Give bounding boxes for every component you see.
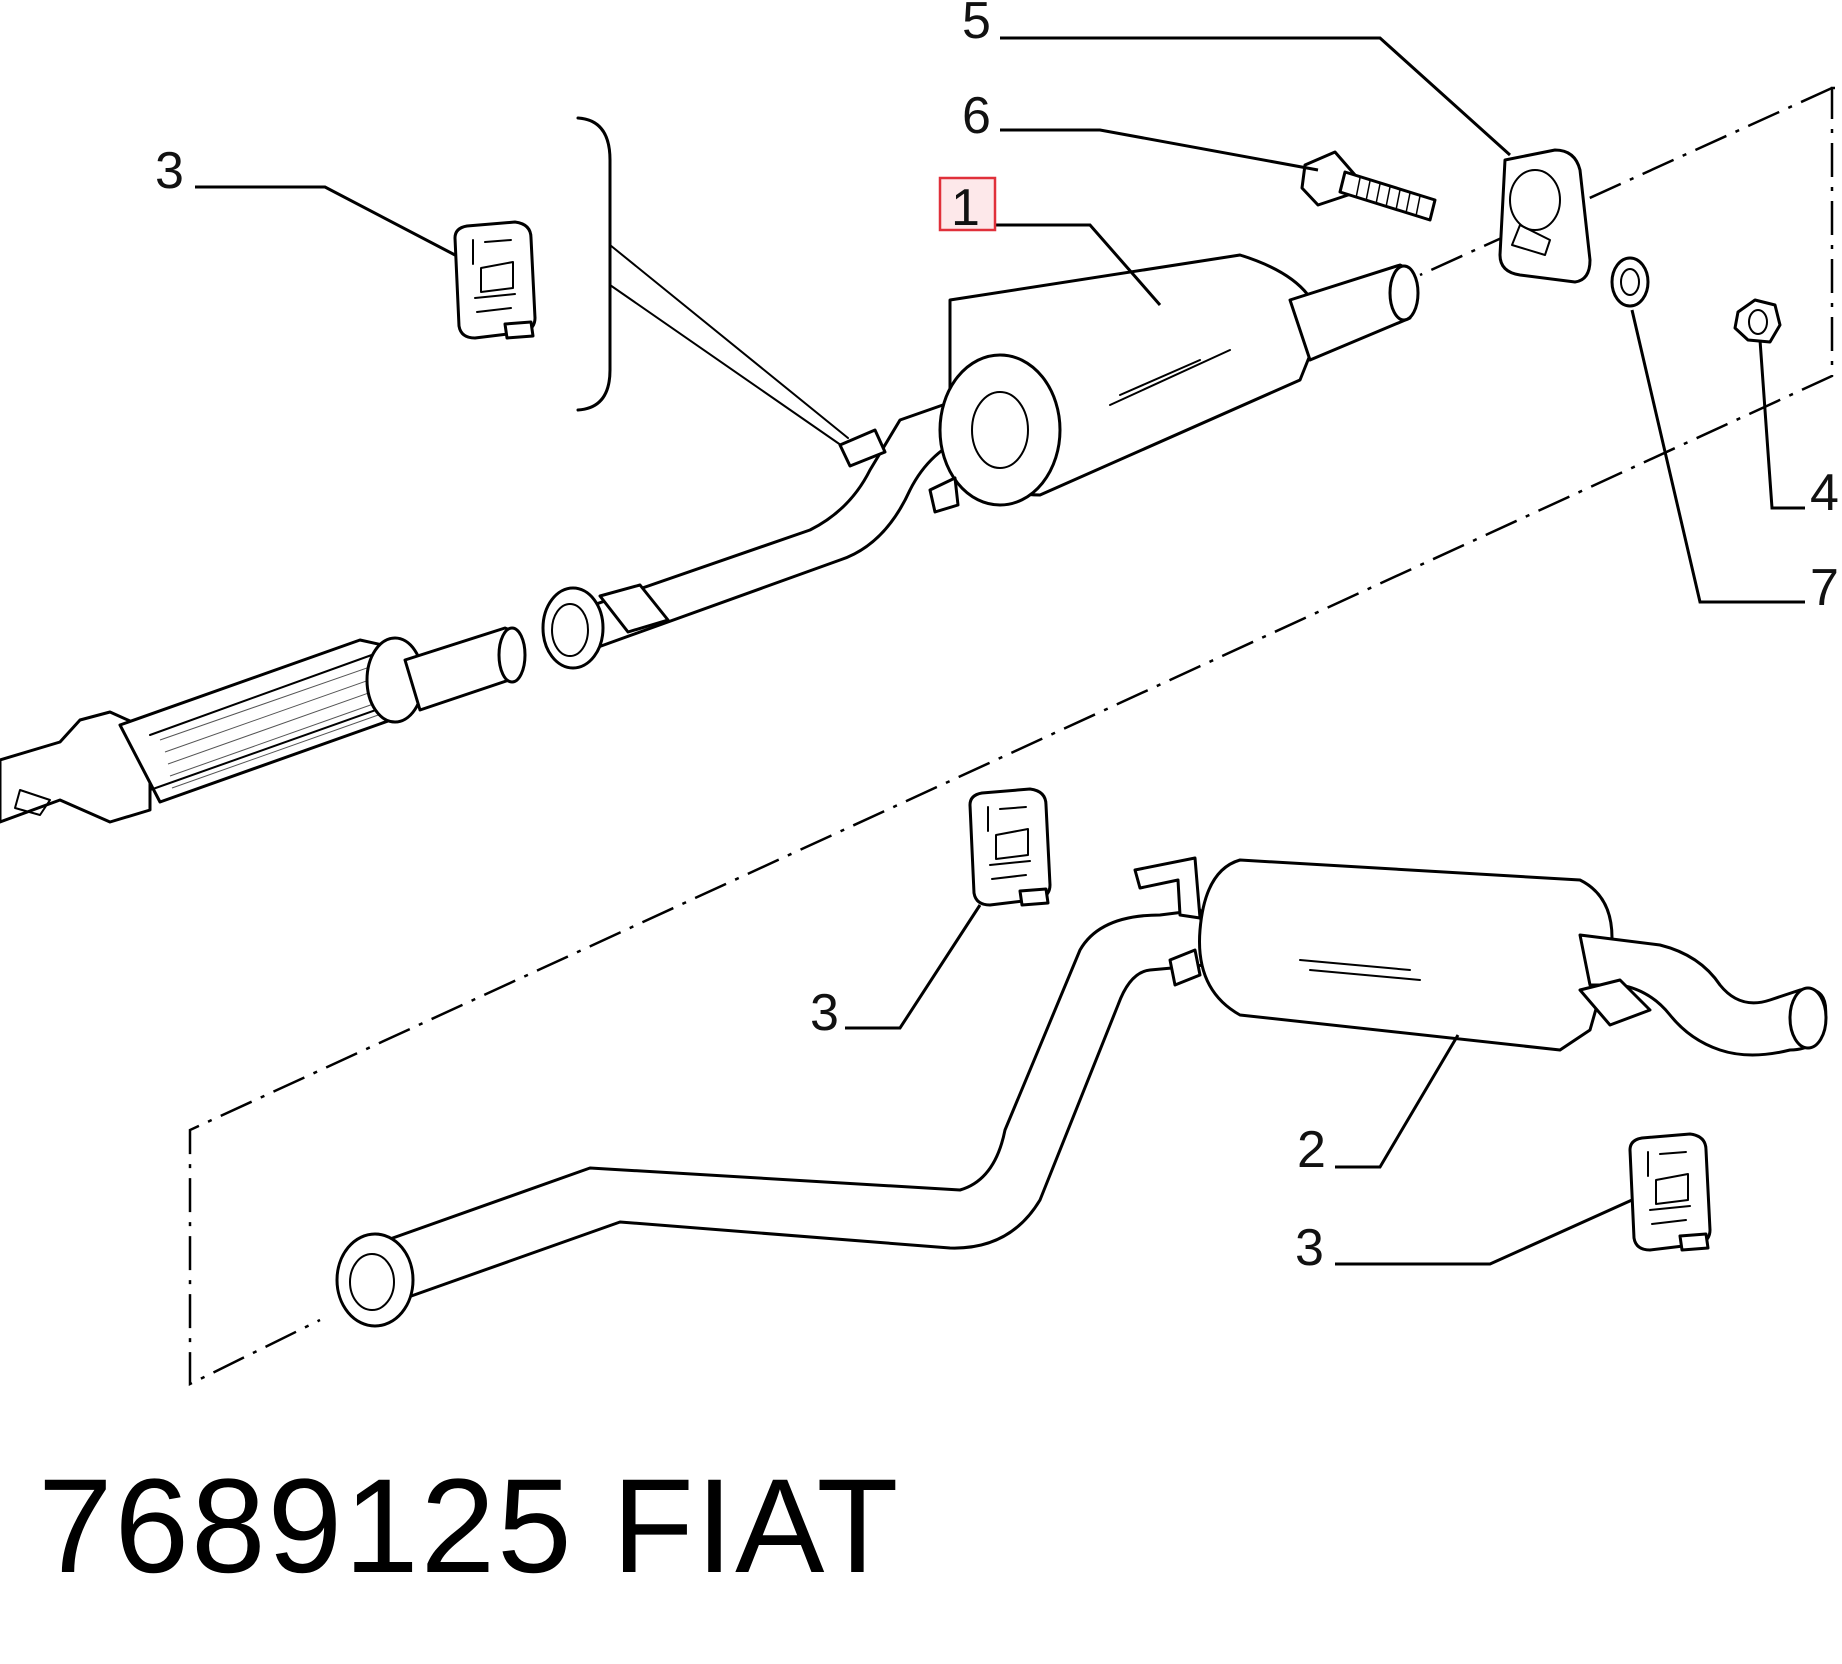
rubber-hanger-bottom-right [1628, 1132, 1712, 1252]
washer [1610, 256, 1650, 308]
assembly-boundary [188, 86, 1835, 1387]
callout-4[interactable]: 4 [1810, 464, 1839, 522]
center-muffler-pipe [541, 253, 1420, 670]
nut [1733, 298, 1782, 344]
callout-6[interactable]: 6 [962, 87, 991, 145]
front-flex-pipe [0, 626, 527, 824]
callout-1[interactable]: 1 [951, 179, 980, 237]
callout-3-middle[interactable]: 3 [810, 984, 839, 1042]
clamp-plate [1498, 148, 1592, 284]
callout-3-bottom-right[interactable]: 3 [1295, 1219, 1324, 1277]
callout-5[interactable]: 5 [962, 0, 991, 50]
rear-silencer [335, 856, 1828, 1328]
part-number: 7689125 [38, 1452, 574, 1601]
rubber-hanger-middle [968, 787, 1052, 907]
rubber-hanger-top-left [453, 220, 537, 340]
group-bracket [576, 116, 612, 412]
callout-2[interactable]: 2 [1297, 1121, 1326, 1179]
leader-lines [195, 36, 1805, 1266]
brand-name: FIAT [612, 1452, 900, 1601]
callout-3-top-left[interactable]: 3 [155, 142, 184, 200]
callout-1-highlight [938, 176, 997, 232]
bolt [1300, 150, 1437, 222]
callout-7[interactable]: 7 [1810, 559, 1839, 617]
